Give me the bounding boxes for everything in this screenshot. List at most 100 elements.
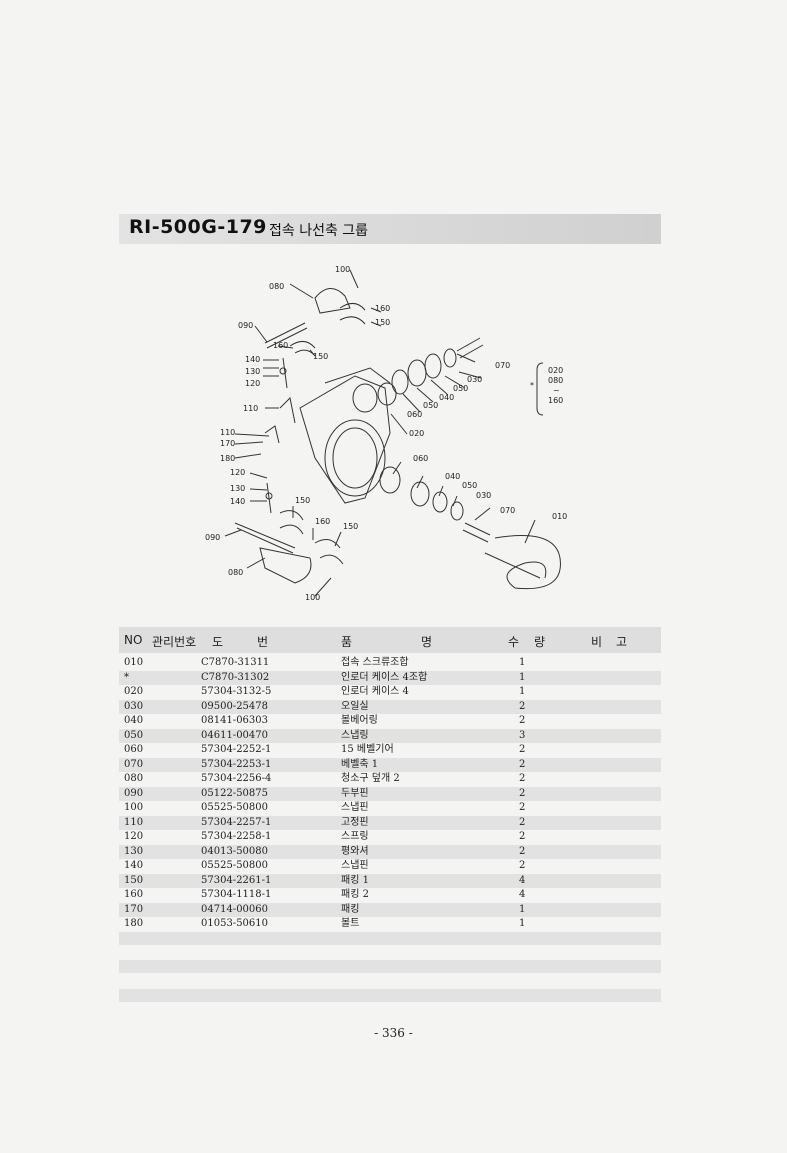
bevel-shaft-upper [456, 337, 484, 359]
header-drawing-2: 번 [257, 635, 269, 649]
cell-no: 150 [124, 874, 144, 886]
legend-bracket [536, 362, 544, 416]
label-030b: 030 [476, 491, 491, 500]
table-row: 160 57304-1118-1 패킹 2 4 [119, 888, 661, 903]
cell-no: 030 [124, 700, 144, 712]
cell-no: 120 [124, 831, 144, 842]
spring-lower [266, 482, 272, 514]
label-160b: 160 [273, 341, 288, 350]
cell-code: 57304-1118-1 [201, 889, 272, 900]
label-060b: 060 [413, 454, 428, 463]
label-110a: 110 [243, 404, 258, 413]
cell-qty: 2 [519, 773, 526, 784]
cell-no: 010 [124, 657, 144, 668]
table-row: 050 04611-00470 스냅링 3 [119, 728, 661, 743]
label-010: 010 [552, 512, 567, 521]
empty-row-stripe [119, 989, 661, 1002]
cell-qty: 1 [519, 903, 526, 915]
label-100a: 100 [335, 265, 350, 274]
empty-row-stripe [119, 960, 661, 973]
label-140b: 140 [230, 497, 245, 506]
cell-code: 57304-2256-4 [201, 773, 272, 784]
cell-code: C7870-31302 [201, 671, 270, 683]
lower-cover [259, 547, 312, 584]
cell-qty: 2 [519, 816, 526, 828]
label-060a: 060 [407, 410, 422, 419]
cell-name: 볼베어링 [341, 715, 378, 726]
cell-qty: 2 [519, 700, 526, 712]
cell-no: 100 [124, 802, 144, 813]
header-note-2: 고 [616, 635, 628, 649]
cell-qty: 2 [519, 758, 526, 770]
label-040a: 040 [439, 393, 454, 402]
cell-code: 04013-50080 [201, 845, 269, 857]
cell-code: 57304-2252-1 [201, 744, 272, 755]
label-150b: 150 [313, 352, 328, 361]
cell-name: 평와셔 [341, 845, 369, 857]
cell-name: 스냅핀 [341, 802, 369, 813]
cell-qty: 4 [519, 889, 526, 900]
cell-name: 베벨축 1 [341, 758, 379, 770]
cell-name: 15 베벨기어 [341, 744, 394, 755]
legend-080: 080 [548, 376, 563, 385]
label-120b: 120 [230, 468, 245, 477]
cell-name: 패킹 2 [341, 889, 369, 900]
cell-qty: 1 [519, 657, 526, 668]
label-030a: 030 [467, 375, 482, 384]
header-qty-1: 수 [508, 635, 520, 649]
screw-flight [494, 535, 561, 590]
legend-160: 160 [548, 396, 563, 405]
cell-qty: 3 [519, 729, 526, 741]
cell-no: 070 [124, 758, 144, 770]
label-050a: 050 [453, 384, 468, 393]
cell-no: 040 [124, 715, 144, 726]
cell-code: 05525-50800 [201, 860, 269, 871]
cell-code: 05525-50800 [201, 802, 269, 813]
header-name-1: 품 [341, 635, 353, 649]
cell-qty: 1 [519, 671, 526, 683]
cell-no: 050 [124, 729, 144, 741]
label-040b: 040 [445, 472, 460, 481]
cell-qty: 2 [519, 845, 526, 857]
cell-no: 160 [124, 889, 144, 900]
header-qty-2: 량 [534, 635, 546, 649]
cell-no: 130 [124, 845, 144, 857]
cell-code: 57304-3132-5 [201, 686, 272, 697]
cell-code: 04611-00470 [201, 729, 269, 741]
cell-code: 08141-06303 [201, 715, 269, 726]
housing-body [299, 375, 391, 504]
cell-code: 04714-00060 [201, 903, 269, 915]
cell-name: 볼트 [341, 918, 360, 929]
parts-table-header: NO 관리번호 도 번 품 명 수 량 비 고 [119, 627, 661, 653]
label-160c: 160 [315, 517, 330, 526]
cell-no: 110 [124, 816, 144, 828]
label-140a: 140 [245, 355, 260, 364]
label-100b: 100 [305, 593, 320, 602]
label-050c: 050 [462, 481, 477, 490]
label-080a: 080 [269, 282, 284, 291]
cell-code: 09500-25478 [201, 700, 269, 712]
cell-no: 090 [124, 787, 144, 799]
header-note-1: 비 [591, 635, 603, 649]
cell-name: 스냅링 [341, 729, 369, 741]
cell-no: 060 [124, 744, 144, 755]
cell-code: C7870-31311 [201, 657, 270, 668]
cell-qty: 1 [519, 686, 526, 697]
page-number: - 336 - [374, 1026, 413, 1040]
label-180: 180 [220, 454, 235, 463]
cell-no: 170 [124, 903, 144, 915]
label-160a: 160 [375, 304, 390, 313]
exploded-parts-diagram: 100 080 160 150 090 160 150 140 130 120 … [205, 265, 567, 602]
label-090a: 090 [238, 321, 253, 330]
cell-qty: 4 [519, 874, 526, 886]
